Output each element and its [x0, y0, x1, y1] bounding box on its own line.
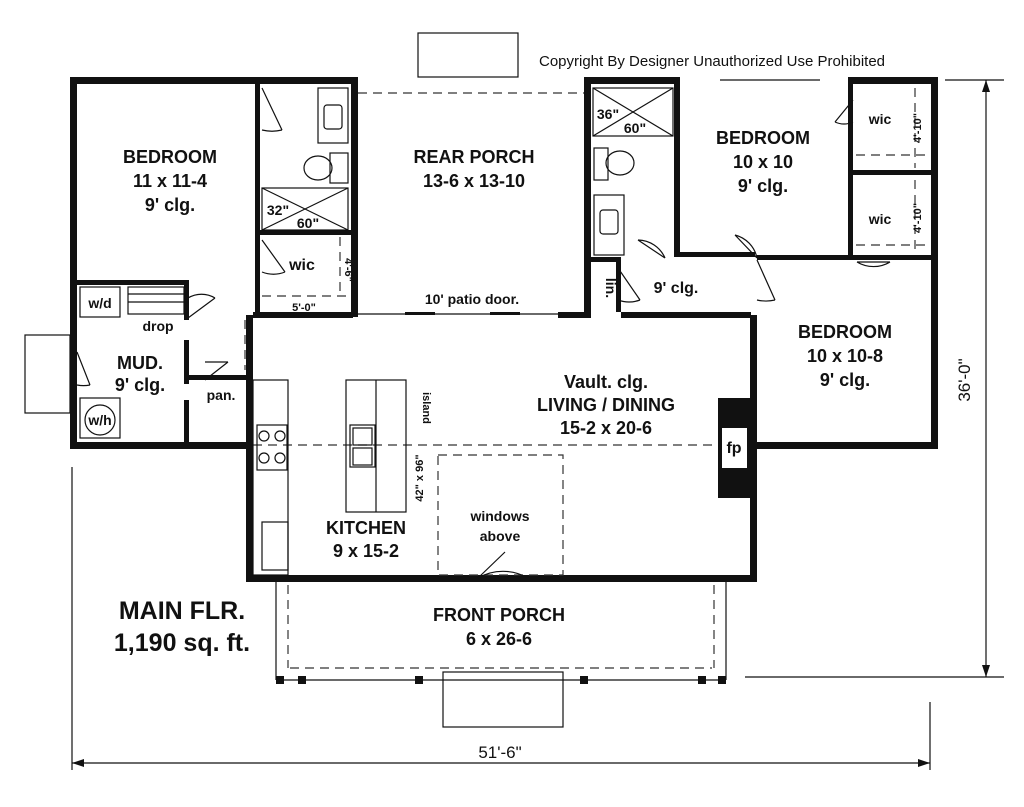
drop-label: drop: [142, 318, 173, 334]
interior-walls: [70, 77, 931, 442]
bedroom1-name: BEDROOM: [123, 147, 217, 167]
patio-door: [353, 312, 558, 315]
kitchen-name: KITCHEN: [326, 518, 406, 538]
bedroom3-ceiling: 9' clg.: [820, 370, 870, 390]
bedroom1-ceiling: 9' clg.: [145, 195, 195, 215]
bedroom2-name: BEDROOM: [716, 128, 810, 148]
patio-door-label: 10' patio door.: [425, 291, 519, 307]
rear-porch-size: 13-6 x 13-10: [423, 171, 525, 191]
water-heater-label: w/h: [87, 412, 111, 428]
wic-label-3: wic: [868, 211, 892, 227]
shower1-length: 60": [297, 215, 319, 231]
wic-label-2: wic: [868, 111, 892, 127]
copyright-text: Copyright By Designer Unauthorized Use P…: [539, 53, 885, 70]
hall-ceiling-label: 9' clg.: [654, 280, 699, 297]
door-swings: [76, 87, 891, 579]
living-size: 15-2 x 20-6: [560, 418, 652, 438]
bath-fixtures: [261, 87, 674, 256]
bedroom3-size: 10 x 10-8: [807, 346, 883, 366]
mud-fixtures: [79, 286, 185, 439]
windows-and-dashes: [24, 32, 935, 728]
front-porch-name: FRONT PORCH: [433, 605, 565, 625]
kitchen-size: 9 x 15-2: [333, 541, 399, 561]
depth-dimension: 36'-0": [955, 358, 974, 401]
shower1-width: 32": [267, 202, 289, 218]
width-dimension: 51'-6": [478, 743, 521, 762]
windows-above-line1: windows: [469, 508, 529, 524]
floor-area: 1,190 sq. ft.: [114, 629, 250, 657]
island-label: island: [420, 392, 432, 424]
island-size-label: 42" x 96": [414, 454, 426, 501]
wic-depth-label: 4'-6": [342, 258, 354, 282]
bedroom1-size: 11 x 11-4: [133, 171, 207, 191]
floor-name: MAIN FLR.: [119, 597, 245, 625]
wic2-depth-label-1: 4'-10": [912, 113, 924, 143]
linen-label: lin.: [603, 278, 619, 298]
bedroom3-name: BEDROOM: [798, 322, 892, 342]
kitchen-fixtures: [252, 379, 407, 576]
shower2-width: 36": [597, 106, 619, 122]
bedroom2-ceiling: 9' clg.: [738, 176, 788, 196]
windows-above-line2: above: [480, 528, 521, 544]
living-ceiling: Vault. clg.: [564, 372, 648, 392]
living-name: LIVING / DINING: [537, 395, 675, 415]
dimension-lines: [71, 79, 1004, 770]
wic-width-label: 5'-0": [292, 302, 316, 314]
rear-porch-name: REAR PORCH: [413, 147, 534, 167]
washer-dryer-label: w/d: [87, 295, 111, 311]
bedroom2-size: 10 x 10: [733, 152, 793, 172]
mud-name: MUD.: [117, 353, 163, 373]
fireplace: [718, 398, 750, 498]
shower2-length: 60": [624, 120, 646, 136]
fireplace-label: fp: [726, 440, 741, 457]
front-porch: [275, 582, 727, 684]
front-porch-size: 6 x 26-6: [466, 629, 532, 649]
pantry-label: pan.: [207, 387, 236, 403]
closet-rods: [262, 88, 928, 297]
wic2-depth-label-2: 4'-10": [912, 203, 924, 233]
mud-ceiling: 9' clg.: [115, 375, 165, 395]
wic-label-1: wic: [288, 257, 315, 274]
